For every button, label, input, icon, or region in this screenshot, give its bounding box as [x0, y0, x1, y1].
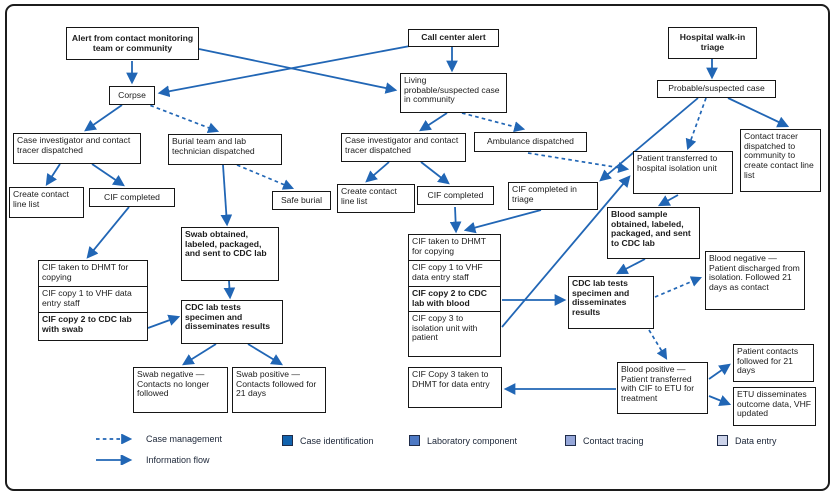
contact-tracer-dispatched-community: Contact tracer dispatched to community t… [740, 129, 821, 192]
cif-taken-dhmt-mid: CIF taken to DHMT for copying [408, 234, 501, 262]
blood-positive: Blood positive — Patient transferred wit… [617, 362, 708, 414]
alert-from-contact-monitoring: Alert from contact monitoring team or co… [66, 27, 199, 60]
legend-label-case-identification: Case identification [300, 435, 374, 446]
legend-label-contact-tracing: Contact tracing [583, 435, 644, 446]
probable-suspected-case: Probable/suspected case [657, 80, 776, 98]
hospital-walk-in-triage: Hospital walk-in triage [668, 27, 757, 59]
legend-label-case-management: Case management [146, 434, 223, 444]
case-investigator-mid: Case investigator and contact tracer dis… [341, 133, 466, 162]
swab-negative: Swab negative — Contacts no longer follo… [133, 367, 228, 413]
legend-contact-tracing: Contact tracing [565, 435, 644, 446]
cif-completed-mid: CIF completed [417, 186, 494, 205]
living-probable-suspected-case: Living probable/suspected case in commun… [400, 73, 507, 113]
blood-negative: Blood negative — Patient discharged from… [705, 251, 805, 310]
swab-obtained-sent-cdc-lab: Swab obtained, labeled, packaged, and se… [181, 227, 279, 281]
cif-copy1-vhf-mid: CIF copy 1 to VHF data entry staff [408, 260, 501, 288]
cdc-lab-tests-right: CDC lab tests specimen and disseminates … [568, 276, 654, 329]
contact-tracing-swatch [565, 435, 576, 446]
solid-arrow-icon [96, 455, 133, 465]
legend-case-identification: Case identification [282, 435, 374, 446]
case-identification-swatch [282, 435, 293, 446]
legend-label-information-flow: Information flow [146, 455, 210, 465]
legend-information-flow: Information flow [95, 455, 210, 465]
cif-taken-dhmt-left: CIF taken to DHMT for copying [38, 260, 148, 288]
legend-data-entry: Data entry [717, 435, 777, 446]
safe-burial: Safe burial [272, 191, 331, 210]
dashed-arrow-icon [96, 434, 133, 444]
cif-completed-left: CIF completed [89, 188, 175, 207]
cif-copy1-vhf-left: CIF copy 1 to VHF data entry staff [38, 286, 148, 314]
create-contact-line-list-left: Create contact line list [9, 187, 84, 218]
blood-sample-sent-cdc-lab: Blood sample obtained, labeled, packaged… [607, 207, 700, 259]
legend-case-management: Case management [95, 434, 222, 444]
case-investigator-left: Case investigator and contact tracer dis… [13, 133, 141, 164]
corpse: Corpse [109, 86, 155, 105]
legend-label-laboratory-component: Laboratory component [427, 435, 518, 446]
call-center-alert: Call center alert [408, 29, 499, 47]
cif-copy2-cdc-lab-swab: CIF copy 2 to CDC lab with swab [38, 312, 148, 341]
patient-transferred-isolation: Patient transferred to hospital isolatio… [633, 151, 733, 194]
cif-copy2-cdc-lab-blood: CIF copy 2 to CDC lab with blood [408, 286, 501, 313]
legend-laboratory-component: Laboratory component [409, 435, 517, 446]
create-contact-line-list-mid: Create contact line list [337, 184, 415, 213]
swab-positive: Swab positive — Contacts followed for 21… [232, 367, 326, 413]
cdc-lab-tests-left: CDC lab tests specimen and disseminates … [181, 300, 283, 344]
data-entry-swatch [717, 435, 728, 446]
legend-label-data-entry: Data entry [735, 435, 777, 446]
patient-contacts-followed: Patient contacts followed for 21 days [733, 344, 814, 382]
etu-disseminates-outcome: ETU disseminates outcome data, VHF updat… [733, 387, 816, 426]
cif-copy3-isolation-unit: CIF copy 3 to isolation unit with patien… [408, 311, 501, 357]
burial-team-dispatched: Burial team and lab technician dispatche… [168, 134, 282, 165]
laboratory-component-swatch [409, 435, 420, 446]
ambulance-dispatched: Ambulance dispatched [474, 132, 587, 152]
cif-completed-in-triage: CIF completed in triage [508, 182, 598, 210]
cif-copy3-taken-dhmt: CIF Copy 3 taken to DHMT for data entry [408, 367, 502, 408]
